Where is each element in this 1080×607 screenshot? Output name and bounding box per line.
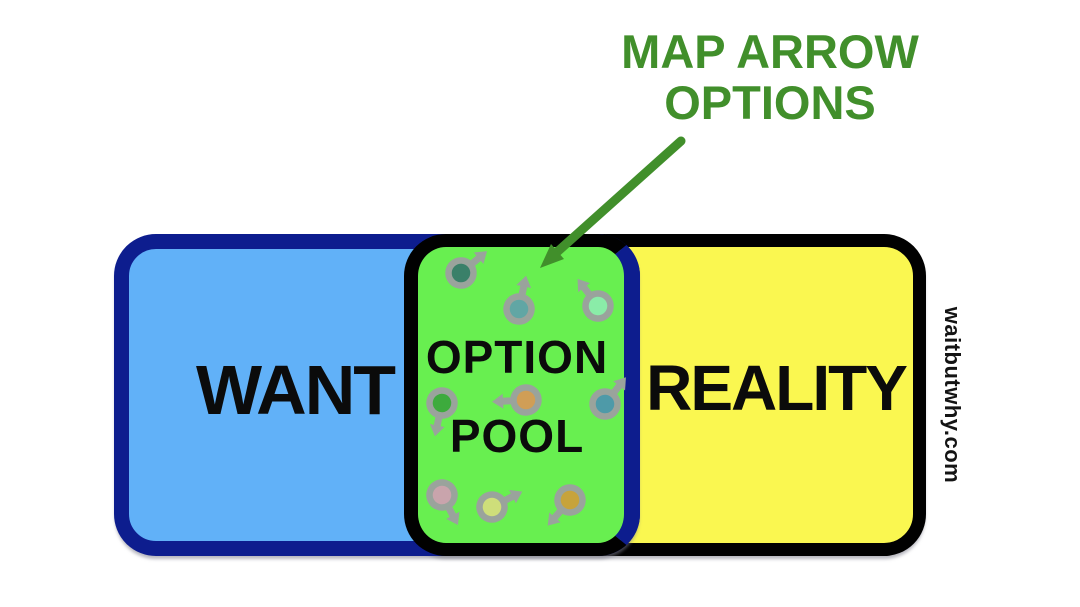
option-pool-label-line2: POOL — [449, 410, 585, 462]
option-pool-box — [404, 234, 640, 556]
annotation-title-line1: MAP ARROW — [621, 25, 919, 78]
option-pool-label-line1: OPTION — [425, 331, 609, 383]
annotation-title: MAP ARROW OPTIONS — [621, 26, 919, 128]
want-label: WANT — [195, 351, 396, 429]
annotation-title-line2: OPTIONS — [664, 76, 876, 129]
watermark-text: waitbutwhy.com — [940, 306, 965, 484]
reality-label: REALITY — [646, 352, 908, 424]
